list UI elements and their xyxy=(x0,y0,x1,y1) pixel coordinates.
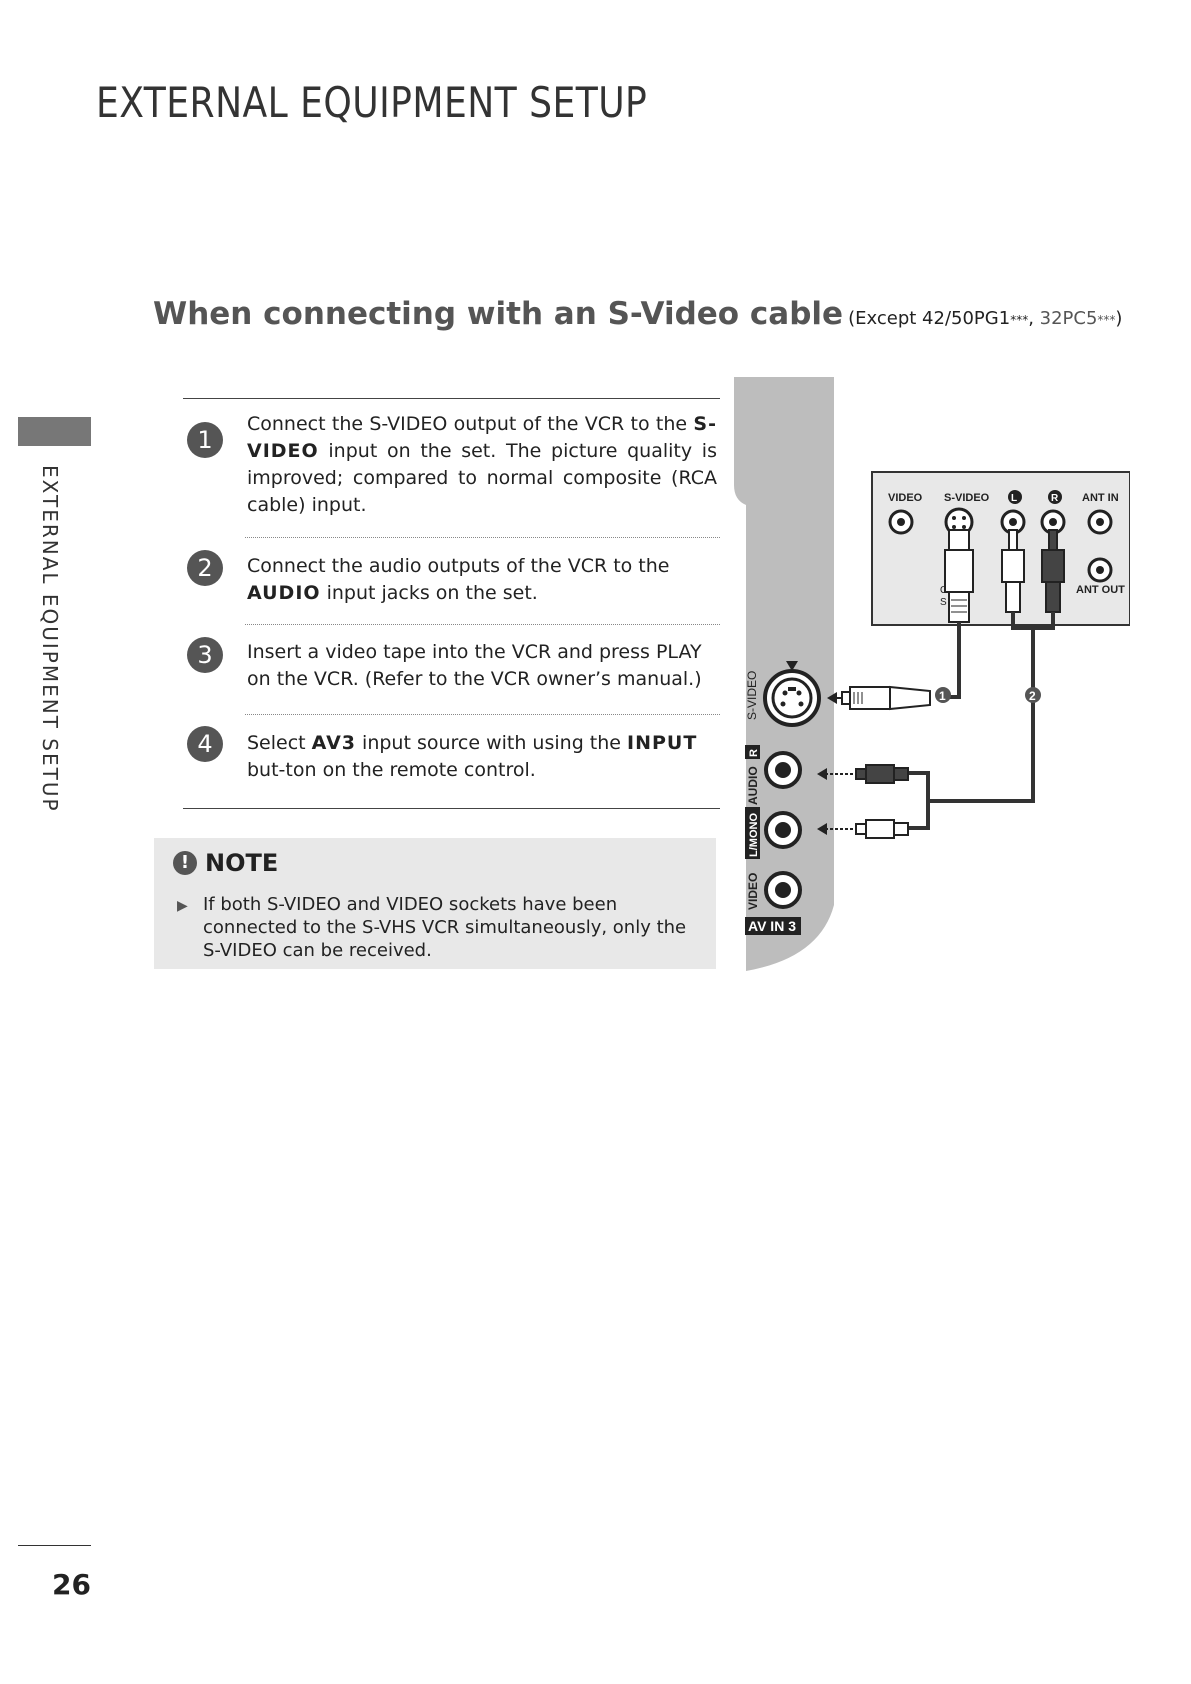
vcr-ant-in-label: ANT IN xyxy=(1082,492,1119,504)
vcr-svideo-label: S-VIDEO xyxy=(944,492,990,504)
page-title: EXTERNAL EQUIPMENT SETUP xyxy=(96,78,648,127)
tv-lmono-label: L/MONO xyxy=(748,813,760,857)
vcr-red-rca-plug xyxy=(1041,529,1065,613)
vcr-l-label: L xyxy=(1011,493,1017,504)
tv-video-label: VIDEO xyxy=(746,873,760,910)
vcr-ant-in-jack xyxy=(1087,509,1113,535)
tv-svideo-plug xyxy=(841,685,931,711)
page-number: 26 xyxy=(52,1568,91,1601)
step-2-number: 2 xyxy=(187,550,223,586)
side-section-label: EXTERNAL EQUIPMENT SETUP xyxy=(38,465,62,813)
step-1-number: 1 xyxy=(187,422,223,458)
tv-white-rca-plug xyxy=(855,819,909,839)
step-divider xyxy=(245,624,720,625)
tv-red-rca-plug xyxy=(855,764,909,784)
exclamation-icon: ! xyxy=(173,851,197,875)
tv-audio-label: AUDIO xyxy=(746,766,760,805)
step-4-text: Select AV3 input source with using the I… xyxy=(247,732,698,781)
step-3-number: 3 xyxy=(187,637,223,673)
marker-1: 1 xyxy=(939,689,946,703)
vcr-video-label: VIDEO xyxy=(888,492,923,504)
connection-diagram: VIDEO S-VIDEO L R ANT IN ANT OUT O T S H xyxy=(734,377,1130,971)
vcr-back-panel xyxy=(871,471,1130,626)
vcr-r-label: R xyxy=(1051,493,1059,504)
section-title: When connecting with an S-Video cable xyxy=(153,296,844,332)
triangle-bullet-icon: ▶ xyxy=(177,898,188,914)
step-3-text: Insert a video tape into the VCR and pre… xyxy=(247,641,702,690)
vcr-audio-l-jack xyxy=(1000,509,1026,535)
arrow-left-icon xyxy=(817,692,856,835)
vcr-ant-out-jack xyxy=(1087,557,1113,583)
tv-audio-r-label: R xyxy=(748,749,760,757)
section-heading: When connecting with an S-Video cable (E… xyxy=(153,296,1122,332)
vcr-video-jack xyxy=(888,509,914,535)
tv-video-jack xyxy=(764,871,802,909)
step-1-text: Connect the S-VIDEO output of the VCR to… xyxy=(247,413,717,516)
note-text: If both S-VIDEO and VIDEO sockets have b… xyxy=(203,894,687,961)
step-4-number: 4 xyxy=(187,726,223,762)
note-box xyxy=(154,838,716,969)
svideo-cable xyxy=(940,622,961,699)
section-qualifier: (Except 42/50PG1***, 32PC5***) xyxy=(848,308,1123,329)
side-tab-marker xyxy=(18,417,91,446)
page-number-rule xyxy=(18,1545,91,1546)
triangle-down-icon xyxy=(786,661,798,671)
steps-top-rule xyxy=(183,398,720,399)
tv-av-in-label: AV IN 3 xyxy=(748,918,796,934)
vcr-ant-out-label: ANT OUT xyxy=(1076,584,1125,596)
steps-bottom-rule xyxy=(183,808,720,809)
tv-audio-l-jack xyxy=(764,811,802,849)
step-2-text: Connect the audio outputs of the VCR to … xyxy=(247,555,670,604)
tv-svideo-label: S-VIDEO xyxy=(745,671,759,720)
tv-svideo-jack xyxy=(763,669,821,727)
vcr-svideo-plug xyxy=(944,529,974,623)
step-divider xyxy=(245,537,720,538)
step-divider xyxy=(245,714,720,715)
tv-audio-r-jack xyxy=(764,751,802,789)
note-title: NOTE xyxy=(205,849,279,877)
audio-cable xyxy=(908,612,1055,830)
marker-2: 2 xyxy=(1029,689,1036,703)
